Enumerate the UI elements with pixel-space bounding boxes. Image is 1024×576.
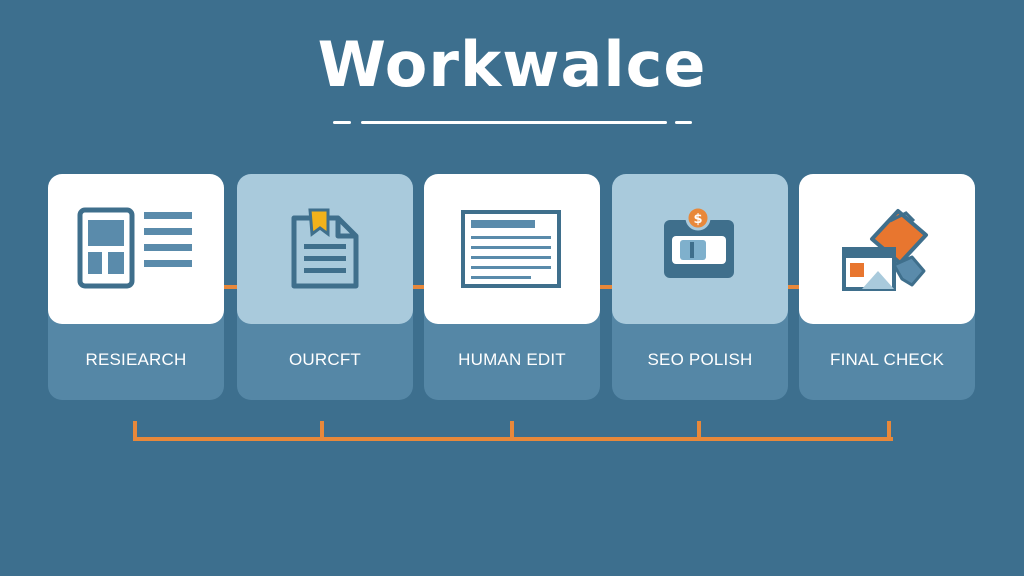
step-card-seo-polish: $ SEO POLISH (612, 174, 788, 400)
step-label: OURCFT (288, 350, 362, 369)
connector-line (224, 285, 240, 289)
step-label-panel: OURCFT (237, 310, 413, 400)
timeline-tick (133, 421, 137, 441)
step-label: FINAL CHECK (830, 350, 944, 369)
step-label-panel: RESIEARCH (48, 310, 224, 400)
ticket-dollar-icon: $ (664, 205, 734, 278)
svg-text:$: $ (693, 212, 702, 227)
connector-line (410, 285, 426, 289)
step-card-draft: OURCFT (237, 174, 413, 400)
step-label: RESIEARCH (85, 350, 187, 369)
text-editor-icon (461, 210, 561, 288)
step-label: SEO POLISH (647, 350, 753, 369)
timeline-tick (887, 421, 891, 441)
step-card-final-check: FINAL CHECK (799, 174, 975, 400)
timeline-tick (320, 421, 324, 441)
step-icon-panel (799, 174, 975, 324)
step-icon-panel (424, 174, 600, 324)
page-title: Workwalce (317, 28, 707, 101)
title-underline-left-dash (333, 121, 351, 124)
document-layout-icon (77, 207, 192, 289)
timeline-tick (510, 421, 514, 441)
step-label: HUMAN EDIT (458, 350, 566, 369)
step-label-panel: SEO POLISH (612, 310, 788, 400)
title-underline-right-dash (675, 121, 692, 124)
step-icon-panel (48, 174, 224, 324)
step-icon-panel: $ (612, 174, 788, 324)
step-label-panel: FINAL CHECK (799, 310, 975, 400)
draft-document-icon (291, 208, 359, 289)
connector-line (786, 285, 802, 289)
step-card-human-edit: HUMAN EDIT (424, 174, 600, 400)
step-label-panel: HUMAN EDIT (424, 310, 600, 400)
timeline-tick (697, 421, 701, 441)
step-icon-panel (237, 174, 413, 324)
connector-line (598, 285, 614, 289)
step-card-research: RESIEARCH (48, 174, 224, 400)
image-check-icon (842, 209, 928, 291)
title-underline (361, 121, 667, 124)
